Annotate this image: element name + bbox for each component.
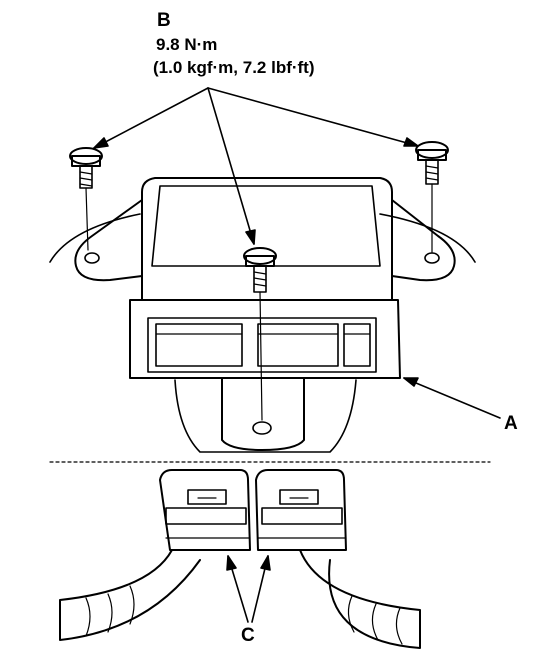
bracket-right-hole xyxy=(425,253,439,263)
callout-a-label: A xyxy=(504,413,518,434)
connector-slot-right xyxy=(258,324,338,366)
srs-unit-housing xyxy=(130,300,400,378)
wire-harness-right xyxy=(300,550,420,648)
torque-spec-nm: 9.8 N·m xyxy=(156,35,218,54)
bolt-left xyxy=(70,148,102,250)
floor-tunnel-outline xyxy=(175,380,356,452)
srs-unit-top xyxy=(142,178,392,300)
srs-unit-top-panel xyxy=(152,186,380,266)
bracket-left xyxy=(75,200,142,280)
bolt-right xyxy=(416,142,448,252)
bracket-front xyxy=(222,378,304,450)
torque-spec-alt: (1.0 kgf·m, 7.2 lbf·ft) xyxy=(153,58,315,77)
callout-c-arrows xyxy=(227,556,270,622)
callout-a-arrow xyxy=(404,378,500,418)
callout-c-label: C xyxy=(241,625,255,646)
bracket-left-hole xyxy=(85,253,99,263)
connector-slot-small xyxy=(344,324,370,366)
floor-surface-curve xyxy=(50,214,475,262)
callout-b-arrows xyxy=(94,88,418,244)
callout-b-label: B xyxy=(157,10,171,31)
bracket-right xyxy=(392,200,455,280)
bracket-front-hole xyxy=(253,422,271,434)
bolt-center xyxy=(244,248,276,420)
srs-unit xyxy=(75,178,454,450)
srs-unit-connector-face xyxy=(148,318,376,372)
wire-harness-left xyxy=(60,550,200,640)
harness-connector-left xyxy=(160,470,250,550)
connector-slot-left xyxy=(156,324,242,366)
harness-connector-right xyxy=(256,470,346,550)
